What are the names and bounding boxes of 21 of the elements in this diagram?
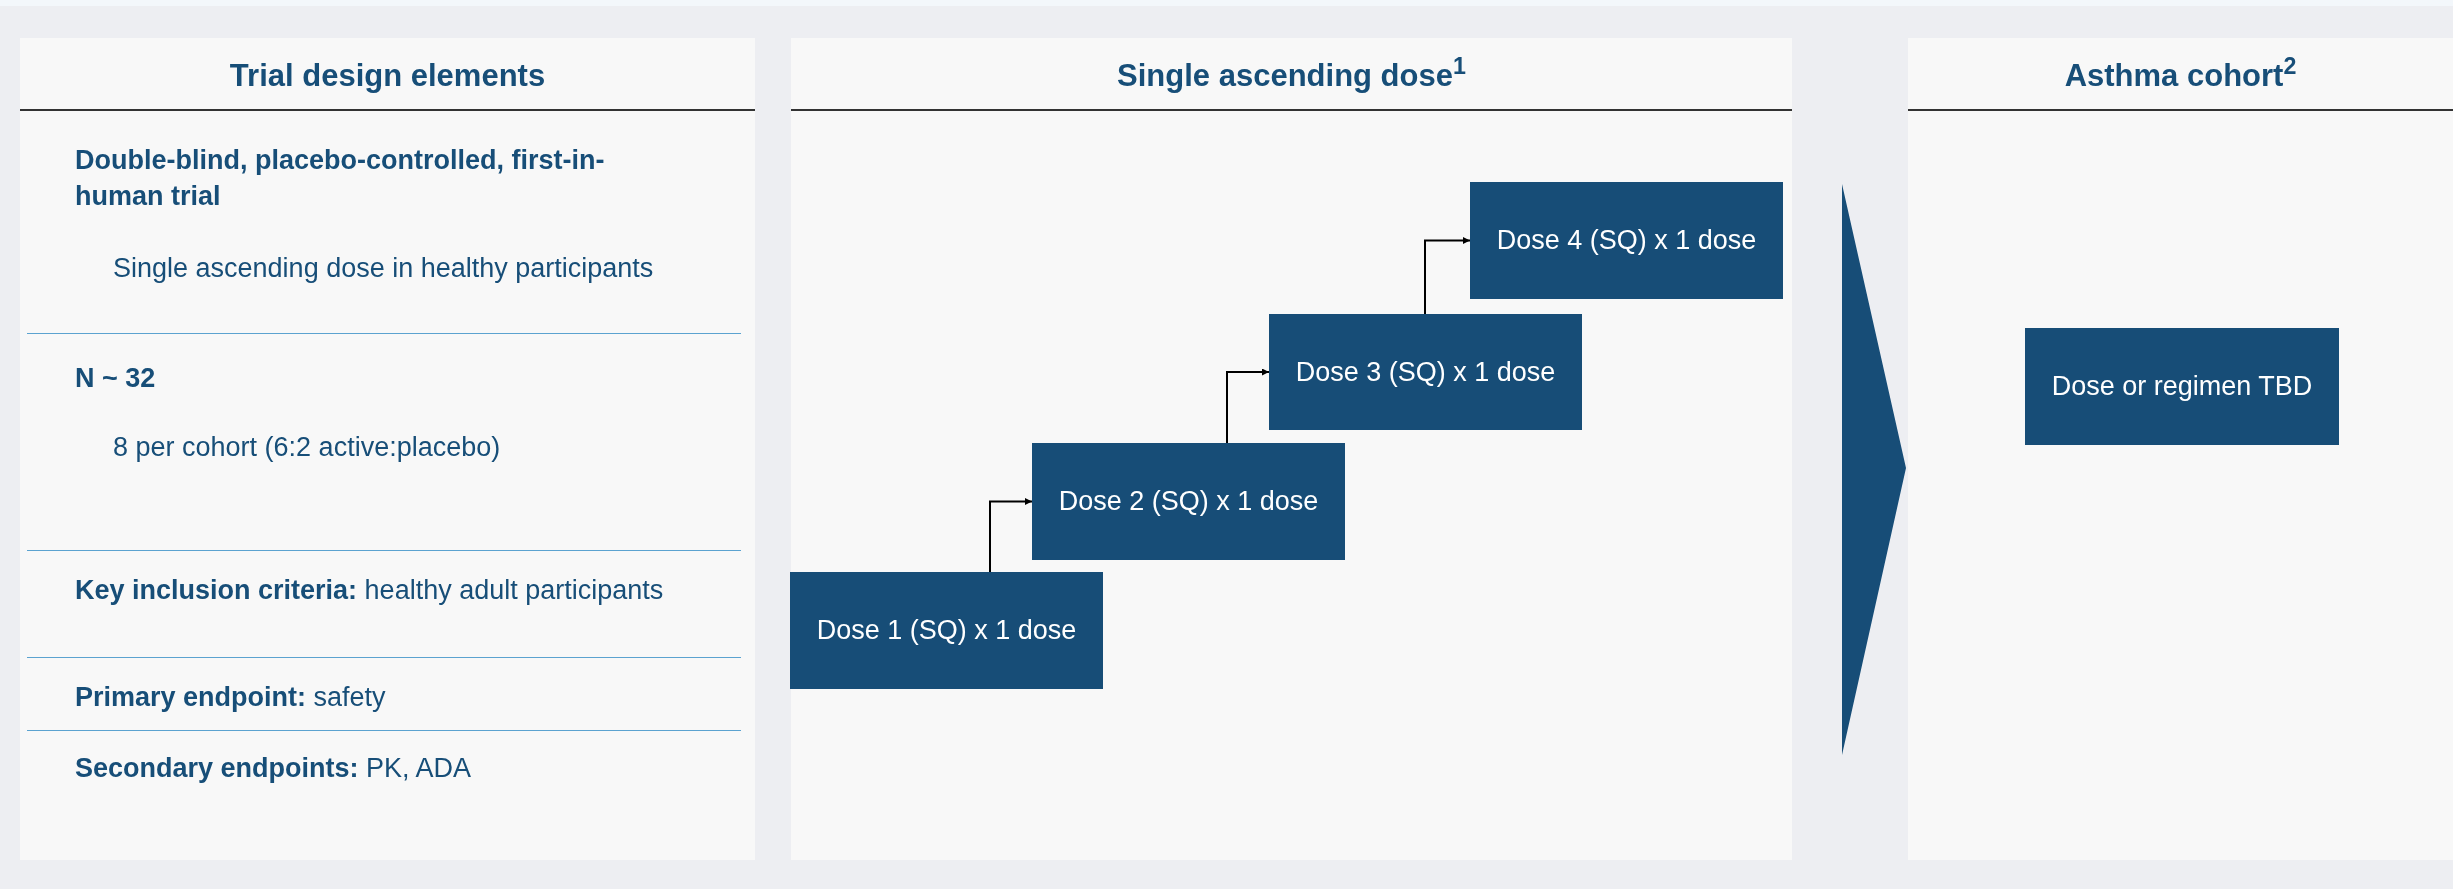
panel-background: [20, 38, 755, 860]
arrow: [1226, 368, 1270, 444]
design-text: Double-blind, placebo-controlled, first-in-human trial: [75, 144, 606, 213]
panel-background: [791, 38, 1792, 860]
design-text: Primary endpoint: safety: [75, 681, 387, 714]
dose-box: Dose 4 (SQ) x 1 dose: [1470, 182, 1783, 299]
design-text: Secondary endpoints: PK, ADA: [75, 752, 473, 785]
design-text: N ~ 32: [75, 362, 157, 395]
panel-title: Asthma cohort$^{2}$: [2063, 56, 2298, 95]
design-text: 8 per cohort (6:2 active:placebo): [113, 431, 502, 464]
panel-title: Single ascending dose$^{1}$: [1116, 56, 1467, 95]
design-text: Single ascending dose in healthy participants: [113, 252, 655, 285]
arrow: [1424, 237, 1471, 315]
panel-title: Trial design elements: [228, 57, 547, 95]
dose-box: Dose 3 (SQ) x 1 dose: [1269, 314, 1582, 430]
dose-box: Dose 1 (SQ) x 1 dose: [790, 572, 1103, 689]
dose-box: Dose 2 (SQ) x 1 dose: [1032, 443, 1345, 560]
arrow: [989, 498, 1033, 573]
panel-background: [1908, 38, 2453, 860]
design-text: Key inclusion criteria: healthy adult participants: [75, 574, 665, 607]
dose-box: Dose or regimen TBD: [2025, 328, 2339, 445]
